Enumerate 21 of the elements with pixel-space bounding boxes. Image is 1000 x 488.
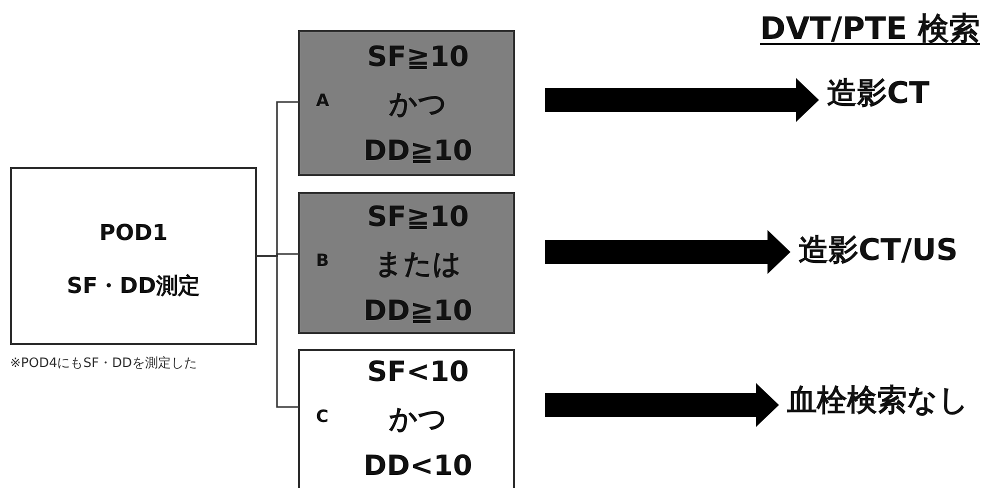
option-letter: B [316, 251, 329, 271]
process-box [10, 167, 257, 345]
box-text: SF・DD測定 [66, 272, 202, 301]
result-text: 造影CT/US [798, 230, 958, 270]
block-arrow [545, 78, 819, 122]
condition-box [298, 192, 515, 334]
column-heading: DVT/PTE 検索 [760, 10, 980, 49]
block-arrow [545, 383, 779, 427]
connector-line [257, 255, 298, 408]
block-arrow [545, 230, 790, 274]
option-letter: C [316, 406, 328, 426]
result-text: 造影CT [827, 72, 930, 114]
condition-box [298, 30, 515, 176]
condition-text: SF≧10 または DD≧10 [364, 198, 472, 328]
option-letter: A [316, 91, 330, 111]
result-text: 血栓検索なし [787, 380, 969, 420]
condition-text: SF≧10 かつ DD≧10 [364, 38, 472, 168]
box-heading: POD1 [98, 221, 169, 246]
condition-box [298, 349, 515, 488]
footnote: ※POD4にもSF・DDを測定した [10, 355, 197, 372]
condition-text: SF<10 かつ DD<10 [364, 354, 472, 484]
